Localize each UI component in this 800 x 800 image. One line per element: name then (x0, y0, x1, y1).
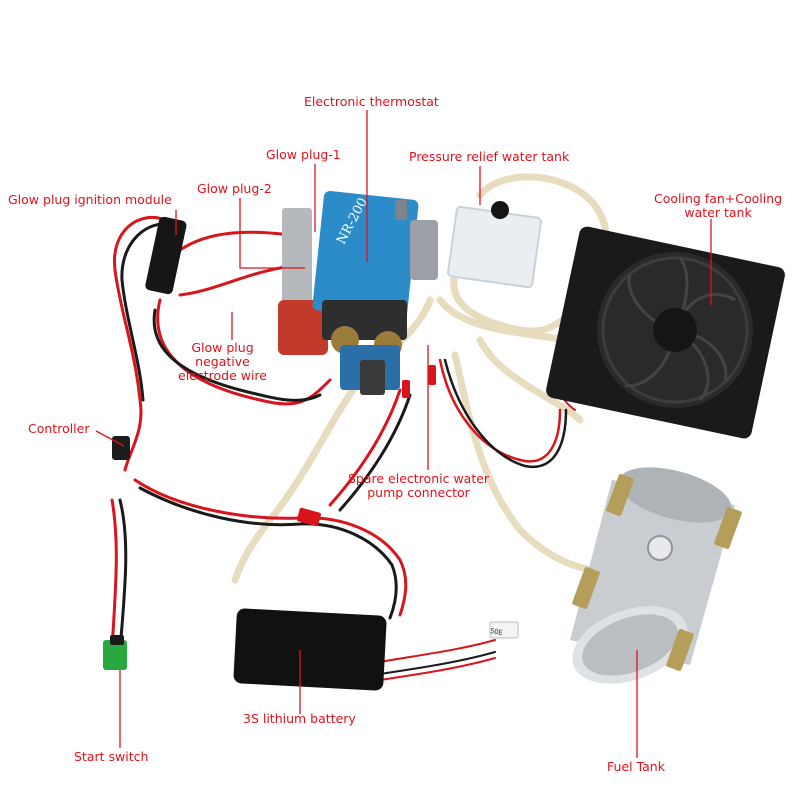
label-ignition-module: Glow plug ignition module (8, 192, 172, 207)
ignition-module (145, 216, 187, 295)
leader-lines (95, 110, 712, 758)
lipo-battery (233, 608, 519, 691)
label-negative-wire: Glow plug negative electrode wire (178, 341, 267, 383)
label-controller: Controller (28, 421, 90, 436)
label-pump-line1: Spare electronic water (348, 471, 490, 486)
start-switch (103, 635, 127, 670)
fuel-tank (570, 467, 742, 684)
label-cooling-fan: Cooling fan+Cooling water tank (654, 192, 782, 220)
label-cooling-fan-line1: Cooling fan+Cooling (654, 191, 783, 206)
radiator-fan (546, 226, 785, 439)
label-battery: 3S lithium battery (243, 711, 356, 726)
label-pump-connector: Spare electronic water pump connector (348, 472, 489, 500)
wiring (110, 215, 576, 681)
label-negative-line2: negative (195, 354, 250, 369)
label-start-switch: Start switch (74, 749, 149, 764)
label-cooling-fan-line2: water tank (684, 205, 752, 220)
engine (278, 191, 438, 395)
label-pressure-relief-tank: Pressure relief water tank (409, 149, 570, 164)
label-negative-line1: Glow plug (191, 340, 254, 355)
pressure-relief-tank (447, 201, 542, 289)
label-glow-plug-1: Glow plug-1 (266, 147, 341, 162)
label-negative-line3: electrode wire (178, 368, 267, 383)
label-electronic-thermostat: Electronic thermostat (304, 94, 439, 109)
label-fuel-tank: Fuel Tank (607, 759, 665, 774)
label-pump-line2: pump connector (367, 485, 470, 500)
label-glow-plug-2: Glow plug-2 (197, 181, 272, 196)
